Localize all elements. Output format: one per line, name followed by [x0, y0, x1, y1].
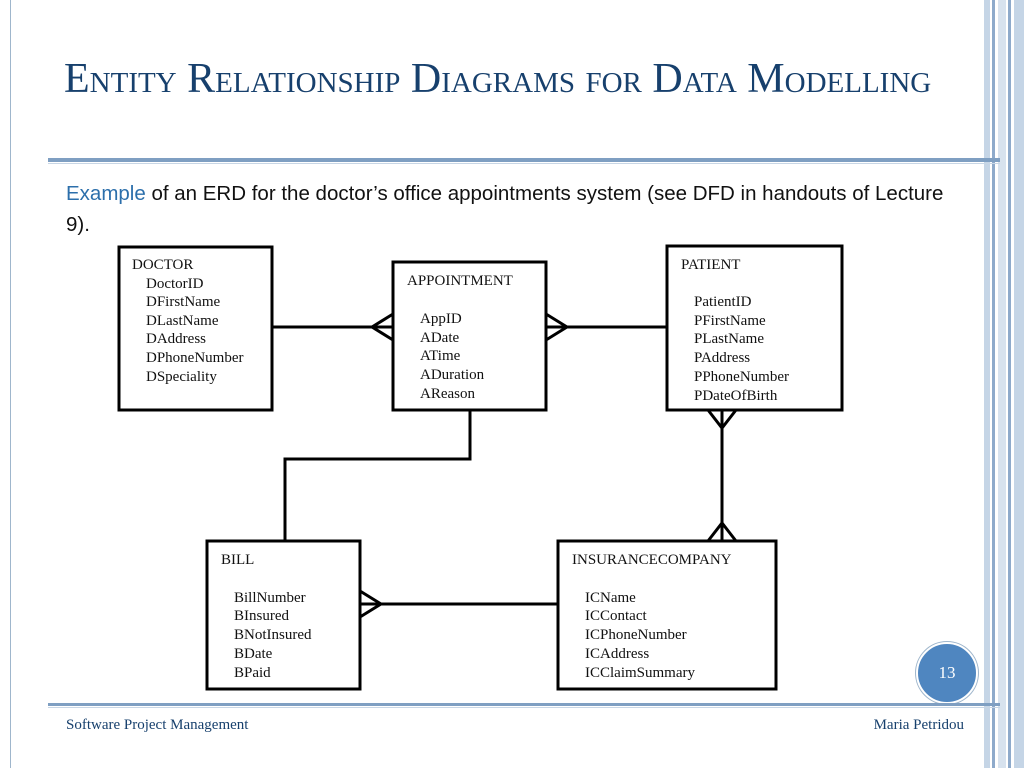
- title-divider-thin: [48, 163, 1000, 164]
- slide-title: Entity Relationship Diagrams for Data Mo…: [64, 56, 932, 102]
- intro-text: Example of an ERD for the doctor’s offic…: [66, 178, 946, 240]
- rel-appointment-bill: [283, 410, 472, 541]
- attr-bill-3: BNotInsured: [234, 627, 312, 643]
- attr-insurance-3: ICPhoneNumber: [585, 627, 687, 643]
- attr-appointment-2: ADate: [420, 330, 459, 346]
- attr-doctor-5: DPhoneNumber: [146, 350, 244, 366]
- entity-doctor-name: DOCTOR: [132, 257, 193, 273]
- attr-patient-2: PFirstName: [694, 313, 766, 329]
- footer-author: Maria Petridou: [873, 717, 964, 733]
- intro-body: of an ERD for the doctor’s office appoin…: [66, 182, 944, 236]
- crowfoot-appointment-right: [545, 312, 568, 329]
- attr-insurance-4: ICAddress: [585, 646, 649, 662]
- footer-divider: [48, 703, 1000, 706]
- attr-patient-6: PDateOfBirth: [694, 388, 778, 404]
- attr-bill-2: BInsured: [234, 608, 289, 624]
- entity-doctor-box: [117, 245, 274, 412]
- entity-appointment-box: [391, 260, 548, 412]
- attr-bill-5: BPaid: [234, 665, 271, 681]
- attr-appointment-5: AReason: [420, 386, 475, 402]
- entity-insurance-box: [556, 539, 778, 691]
- entity-patient-name: PATIENT: [681, 257, 740, 273]
- attr-insurance-1: ICName: [585, 590, 636, 606]
- attr-doctor-2: DFirstName: [146, 294, 221, 310]
- attr-doctor-6: DSpeciality: [146, 369, 217, 385]
- intro-accent: Example: [66, 182, 146, 205]
- crowfoot-appointment-left-b: [371, 325, 394, 342]
- footer-course: Software Project Management: [66, 717, 249, 733]
- left-border-rule: [10, 0, 11, 768]
- attr-patient-4: PAddress: [694, 350, 750, 366]
- crowfoot-bill-right: [359, 589, 382, 606]
- attr-patient-5: PPhoneNumber: [694, 369, 789, 385]
- page-number-badge: 13: [916, 642, 978, 704]
- title-divider: [48, 158, 1000, 162]
- attr-doctor-1: DoctorID: [146, 276, 204, 292]
- crowfoot-insurance-top: [706, 520, 738, 542]
- attr-patient-1: PatientID: [694, 294, 752, 310]
- attr-insurance-5: ICClaimSummary: [585, 665, 695, 681]
- attr-appointment-4: ADuration: [420, 367, 485, 383]
- crowfoot-appointment-right-b: [545, 325, 568, 342]
- footer-divider-thin: [48, 707, 1000, 708]
- entity-bill-name: BILL: [221, 552, 254, 568]
- entity-insurance-name: INSURANCECOMPANY: [572, 552, 732, 568]
- crowfoot-bill-right-b: [359, 602, 382, 619]
- entity-appointment-name: APPOINTMENT: [407, 273, 513, 289]
- entity-patient-box: [665, 244, 844, 412]
- attr-bill-1: BillNumber: [234, 590, 306, 606]
- right-border-stripes: [984, 0, 1024, 768]
- attr-patient-3: PLastName: [694, 331, 764, 347]
- attr-appointment-1: AppID: [420, 311, 462, 327]
- attr-appointment-3: ATime: [420, 348, 461, 364]
- attr-doctor-3: DLastName: [146, 313, 219, 329]
- attr-insurance-2: ICContact: [585, 608, 647, 624]
- attr-doctor-4: DAddress: [146, 331, 206, 347]
- crowfoot-patient-bottom: [706, 409, 738, 431]
- entity-bill-box: [205, 539, 362, 691]
- crowfoot-appointment-left: [371, 312, 394, 329]
- attr-bill-4: BDate: [234, 646, 273, 662]
